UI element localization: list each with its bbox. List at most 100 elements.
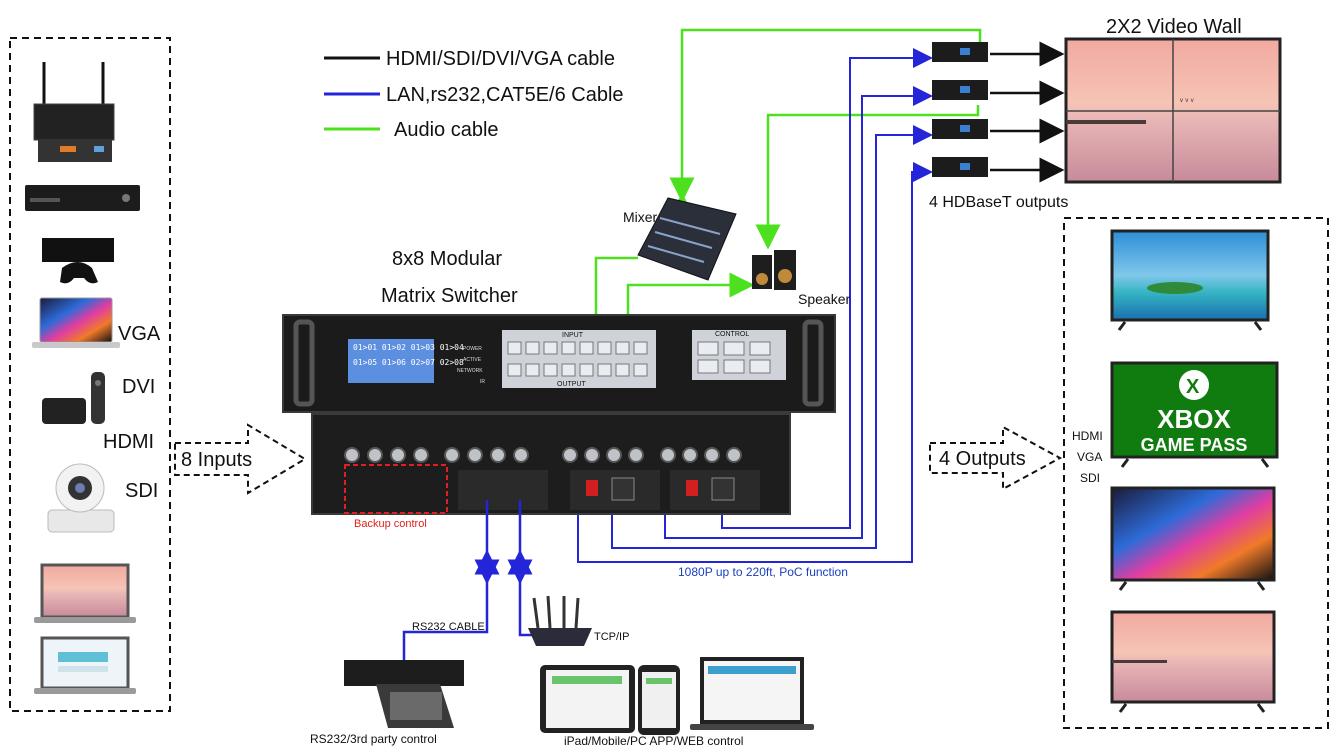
bnc-connector [367, 447, 383, 463]
distance-label: 1080P up to 220ft, PoC function [678, 565, 848, 579]
lcd-line1: 01>01 01>02 01>03 01>04 [353, 343, 464, 352]
app-control-devices [540, 657, 814, 735]
output-type-hdmi: HDMI [1072, 429, 1103, 443]
bnc-connector [467, 447, 483, 463]
speakers [752, 250, 796, 290]
bnc-connector [444, 447, 460, 463]
legend-audio-cable: Audio cable [394, 119, 499, 141]
router-device [33, 62, 115, 162]
ptz-camera [47, 463, 115, 533]
tv-macos [1110, 486, 1276, 591]
panel-output-label: OUTPUT [557, 381, 587, 388]
video-wall: ᵛ ᵛ ᵛ [1064, 37, 1282, 184]
tv-xbox: X [1110, 361, 1279, 468]
bnc-connector [628, 447, 644, 463]
laptop-sunset [34, 563, 136, 623]
matrix-button [543, 341, 558, 355]
inputs-arrow [174, 423, 307, 495]
output-displays-box [1063, 217, 1329, 729]
hdbaset-receivers [932, 42, 988, 177]
bnc-connector [660, 447, 676, 463]
laptop-software [34, 636, 136, 694]
bnc-connector [390, 447, 406, 463]
input-sources-box [9, 37, 171, 712]
output-type-vga: VGA [1077, 450, 1102, 464]
xbox-line1: XBOX [1157, 404, 1231, 434]
control-button [697, 359, 719, 374]
panel-input-label: INPUT [562, 332, 584, 339]
matrix-switcher-rear [311, 413, 791, 515]
input-type-vga: VGA [118, 323, 161, 345]
rs232-cable-label: RS232 CABLE [412, 621, 485, 633]
indicator-network: NETWORK [457, 368, 483, 374]
matrix-button [633, 363, 648, 377]
video-wall-title: 2X2 Video Wall [1106, 16, 1242, 38]
lcd-line2: 01>05 01>06 02>07 02>08 [353, 358, 464, 367]
mixer-label: Mixer [623, 209, 658, 225]
indicator-active: ACTIVE [463, 357, 482, 363]
matrix-button [507, 341, 522, 355]
bnc-connector [513, 447, 529, 463]
indicator-ir: IR [480, 379, 485, 385]
bnc-connector [413, 447, 429, 463]
matrix-title-line2: Matrix Switcher [381, 285, 518, 307]
inputs-label: 8 Inputs [181, 449, 252, 471]
matrix-title-line1: 8x8 Modular [392, 248, 502, 270]
rear-bnc-connectors [344, 447, 742, 463]
legend-hdmi-cable: HDMI/SDI/DVI/VGA cable [386, 48, 615, 70]
output-type-sdi: SDI [1080, 471, 1100, 485]
matrix-button [525, 363, 540, 377]
tcpip-label: TCP/IP [594, 631, 629, 643]
rs232-controller [344, 660, 464, 728]
apple-tv [42, 372, 105, 424]
outputs-label: 4 Outputs [939, 448, 1026, 470]
control-button [723, 341, 745, 356]
control-button [723, 359, 745, 374]
matrix-button [597, 341, 612, 355]
svg-text:ᵛ ᵛ ᵛ: ᵛ ᵛ ᵛ [1179, 96, 1194, 106]
matrix-button [615, 363, 630, 377]
matrix-button [633, 341, 648, 355]
input-type-hdmi: HDMI [103, 431, 154, 453]
tv-sunset [1110, 610, 1276, 713]
front-panel-buttons [507, 341, 771, 377]
app-control-label: iPad/Mobile/PC APP/WEB control [564, 734, 743, 748]
hdbaset-outputs-label: 4 HDBaseT outputs [929, 194, 1068, 211]
bnc-connector [584, 447, 600, 463]
bluray-player [25, 185, 140, 211]
bnc-connector [704, 447, 720, 463]
legend-lan-cable: LAN,rs232,CAT5E/6 Cable [386, 84, 624, 106]
control-button [749, 341, 771, 356]
control-button [749, 359, 771, 374]
bnc-connector [682, 447, 698, 463]
outputs-arrow [929, 425, 1063, 491]
matrix-button [561, 341, 576, 355]
bnc-connector [562, 447, 578, 463]
matrix-switcher-front [282, 314, 836, 413]
matrix-button [543, 363, 558, 377]
backup-control-label: Backup control [354, 518, 427, 530]
xbox-line2: GAME PASS [1141, 435, 1248, 455]
control-button [697, 341, 719, 356]
bnc-connector [490, 447, 506, 463]
bnc-connector [344, 447, 360, 463]
audio-mixer [637, 197, 737, 281]
macbook-laptop [32, 297, 120, 348]
xbox-console [42, 238, 114, 284]
indicator-power: POWER [463, 346, 482, 352]
matrix-button [615, 341, 630, 355]
matrix-button [525, 341, 540, 355]
video-wall-arrows [990, 41, 1065, 183]
input-type-dvi: DVI [122, 376, 155, 398]
matrix-button [597, 363, 612, 377]
bnc-connector [726, 447, 742, 463]
matrix-button [579, 363, 594, 377]
tcpip-router [528, 595, 592, 646]
svg-text:X: X [1186, 376, 1200, 398]
bnc-connector [606, 447, 622, 463]
input-type-sdi: SDI [125, 480, 158, 502]
matrix-button [579, 341, 594, 355]
matrix-button [507, 363, 522, 377]
speaker-label: Speaker [798, 291, 850, 307]
